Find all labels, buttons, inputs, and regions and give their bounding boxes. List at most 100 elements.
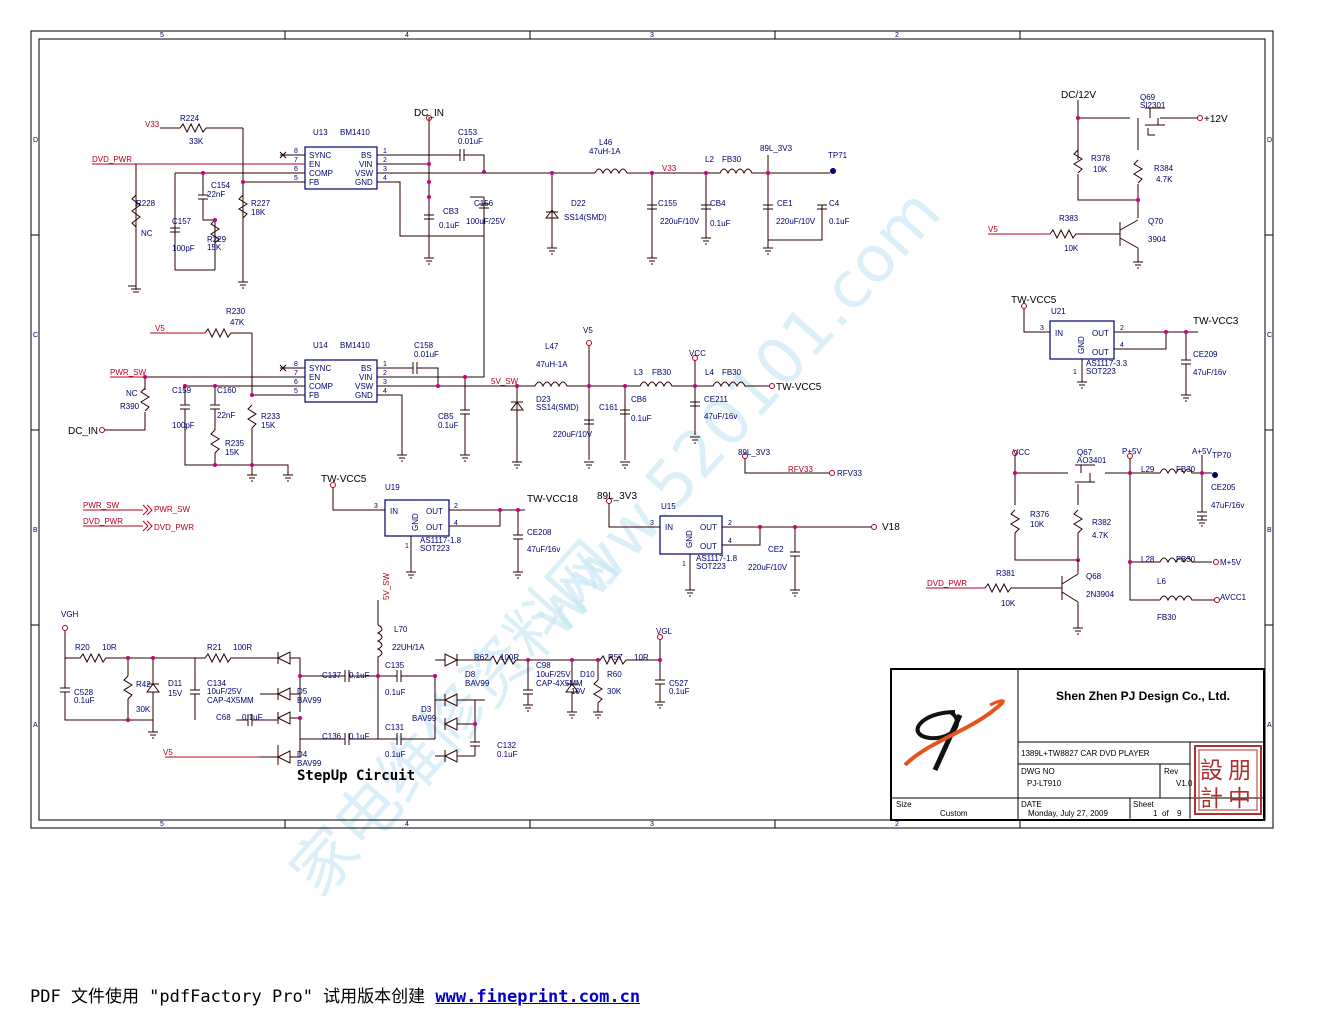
- title-block: Shen Zhen PJ Design Co., Ltd. 1389L+TW88…: [890, 668, 1265, 821]
- company-name: Shen Zhen PJ Design Co., Ltd.: [1056, 689, 1230, 703]
- u21-pin4: 4: [1120, 342, 1124, 349]
- label-a5v: A+5V: [1192, 447, 1212, 456]
- label-v5q: V5: [988, 225, 998, 234]
- u13-pinnum-7: 7: [294, 157, 298, 164]
- label-l47v: 47uH-1A: [536, 360, 568, 369]
- label-d11: D11: [168, 679, 183, 688]
- u14-pinnum-7: 7: [294, 370, 298, 377]
- sheet-of: of: [1162, 809, 1169, 818]
- label-d10: D10: [580, 670, 595, 679]
- u14-pinnum-5: 5: [294, 388, 298, 395]
- u13-ref: U13: [313, 128, 328, 137]
- label-r384v: 4.7K: [1156, 175, 1173, 184]
- label-dvdpwr1: DVD_PWR: [92, 155, 132, 164]
- u15-out1: OUT: [700, 523, 717, 532]
- label-ce1v: 220uF/10V: [776, 217, 816, 226]
- label-twvcc18: TW-VCC18: [527, 494, 578, 505]
- u14-pinnum-6: 6: [294, 379, 298, 386]
- label-r224: R224: [180, 114, 200, 123]
- label-c136v: 0.1uF: [349, 732, 370, 741]
- label-ce208v: 47uF/16v: [527, 545, 560, 554]
- stamp-char-1: 設: [1200, 757, 1223, 783]
- u14-pin-gnd: GND: [355, 391, 373, 400]
- label-tp71: TP71: [828, 151, 848, 160]
- label-c132v: 0.1uF: [497, 750, 518, 759]
- u15-pin1: 1: [682, 561, 686, 568]
- design-stamp: 設 朋 計 中: [1194, 745, 1262, 815]
- u13-buck-section: U13 BM1410 SYNC EN COMP FB BS VIN VSW GN…: [92, 108, 850, 293]
- label-c158: C158: [414, 341, 434, 350]
- u13-pinnum-1: 1: [383, 148, 387, 155]
- label-c160: C160: [217, 386, 237, 395]
- u13-ic: [304, 146, 378, 190]
- label-v33a: V33: [145, 120, 160, 129]
- label-l28: L28: [1141, 555, 1155, 564]
- label-ce211: CE211: [704, 395, 728, 404]
- label-r228: R228: [136, 199, 156, 208]
- label-v18: V18: [882, 522, 900, 533]
- label-d22v: SS14(SMD): [564, 213, 607, 222]
- date-value: Monday, July 27, 2009: [1028, 809, 1108, 818]
- stepup-section: VGH 5V_SW L70 22UH/1A R20 10R R21 100R C…: [60, 572, 690, 784]
- label-q70v: 3904: [1148, 235, 1166, 244]
- label-rfv33b: RFV33: [837, 469, 862, 478]
- label-twvcc3: TW-VCC3: [1193, 316, 1239, 327]
- u13-pin-bs: BS: [361, 151, 372, 160]
- label-r376: R376: [1030, 510, 1050, 519]
- label-pwrsw1: PWR_SW: [110, 368, 146, 377]
- u19-part1: AS1117-1.8: [420, 536, 462, 545]
- label-c98v: 10uF/25V: [536, 670, 571, 679]
- u15-part2: SOT223: [696, 562, 726, 571]
- label-d3v: BAV99: [412, 714, 437, 723]
- board-title: 1389L+TW8827 CAR DVD PLAYER: [1021, 749, 1150, 758]
- label-c134v: 10uF/25V: [207, 687, 242, 696]
- label-ce1: CE1: [777, 199, 793, 208]
- label-v5d: V5: [163, 748, 173, 757]
- u13-pin-sync: SYNC: [309, 151, 331, 160]
- u13-pin-vin: VIN: [359, 160, 373, 169]
- footer-link[interactable]: www.fineprint.com.cn: [435, 987, 641, 1007]
- watermark: www.520101.com 家电维修资料网: [277, 175, 955, 910]
- u13-pinnum-4: 4: [383, 175, 387, 182]
- label-c155v: 220uF/10V: [660, 217, 700, 226]
- u14-part: BM1410: [340, 341, 370, 350]
- size-value: Custom: [940, 809, 968, 818]
- label-c161v: 220uF/10V: [553, 430, 593, 439]
- drawing-frame: 5 4 3 2 5 4 3 2 D C B A D C B A: [30, 30, 1274, 829]
- label-vgh: VGH: [61, 610, 79, 619]
- label-ce2: CE2: [768, 545, 784, 554]
- u14-pin-en: EN: [309, 373, 320, 382]
- label-d8: D8: [465, 670, 476, 679]
- size-label: Size: [896, 800, 912, 809]
- label-r235: R235: [225, 439, 245, 448]
- label-l47: L47: [545, 342, 559, 351]
- label-dvdpwr3: DVD_PWR: [154, 523, 194, 532]
- stamp-char-4: 中: [1228, 785, 1251, 811]
- label-d23v: SS14(SMD): [536, 403, 579, 412]
- u15-pin3: 3: [650, 520, 654, 527]
- sheet-label: Sheet: [1133, 800, 1155, 809]
- label-dcin-top: DC_IN: [414, 108, 444, 119]
- sheet-number: 1: [1153, 809, 1158, 818]
- u19-pin4: 4: [454, 520, 458, 527]
- u13-pinnum-8: 8: [294, 148, 298, 155]
- u19-gnd: GND: [411, 513, 420, 531]
- label-d11v: 15V: [168, 689, 183, 698]
- label-r57v: 10R: [634, 653, 649, 662]
- rev-label: Rev: [1164, 767, 1178, 776]
- label-c158v: 0.01uF: [414, 350, 439, 359]
- label-c157v: 100pF: [172, 244, 195, 253]
- label-r229: R229: [207, 235, 227, 244]
- label-q69: Q69: [1140, 93, 1156, 102]
- label-q68v: 2N3904: [1086, 590, 1115, 599]
- u13-pinnum-2: 2: [383, 157, 387, 164]
- label-r62v: 100R: [500, 653, 519, 662]
- u21-in: IN: [1055, 329, 1063, 338]
- label-c68v: 0.1uF: [242, 713, 263, 722]
- label-twvcc5c: TW-VCC5: [321, 474, 367, 485]
- label-r381: R381: [996, 569, 1016, 578]
- label-r235v: 15K: [225, 448, 240, 457]
- label-r376v: 10K: [1030, 520, 1045, 529]
- label-ce205v: 47uF/16v: [1211, 501, 1244, 510]
- row-label-b: B: [33, 527, 38, 534]
